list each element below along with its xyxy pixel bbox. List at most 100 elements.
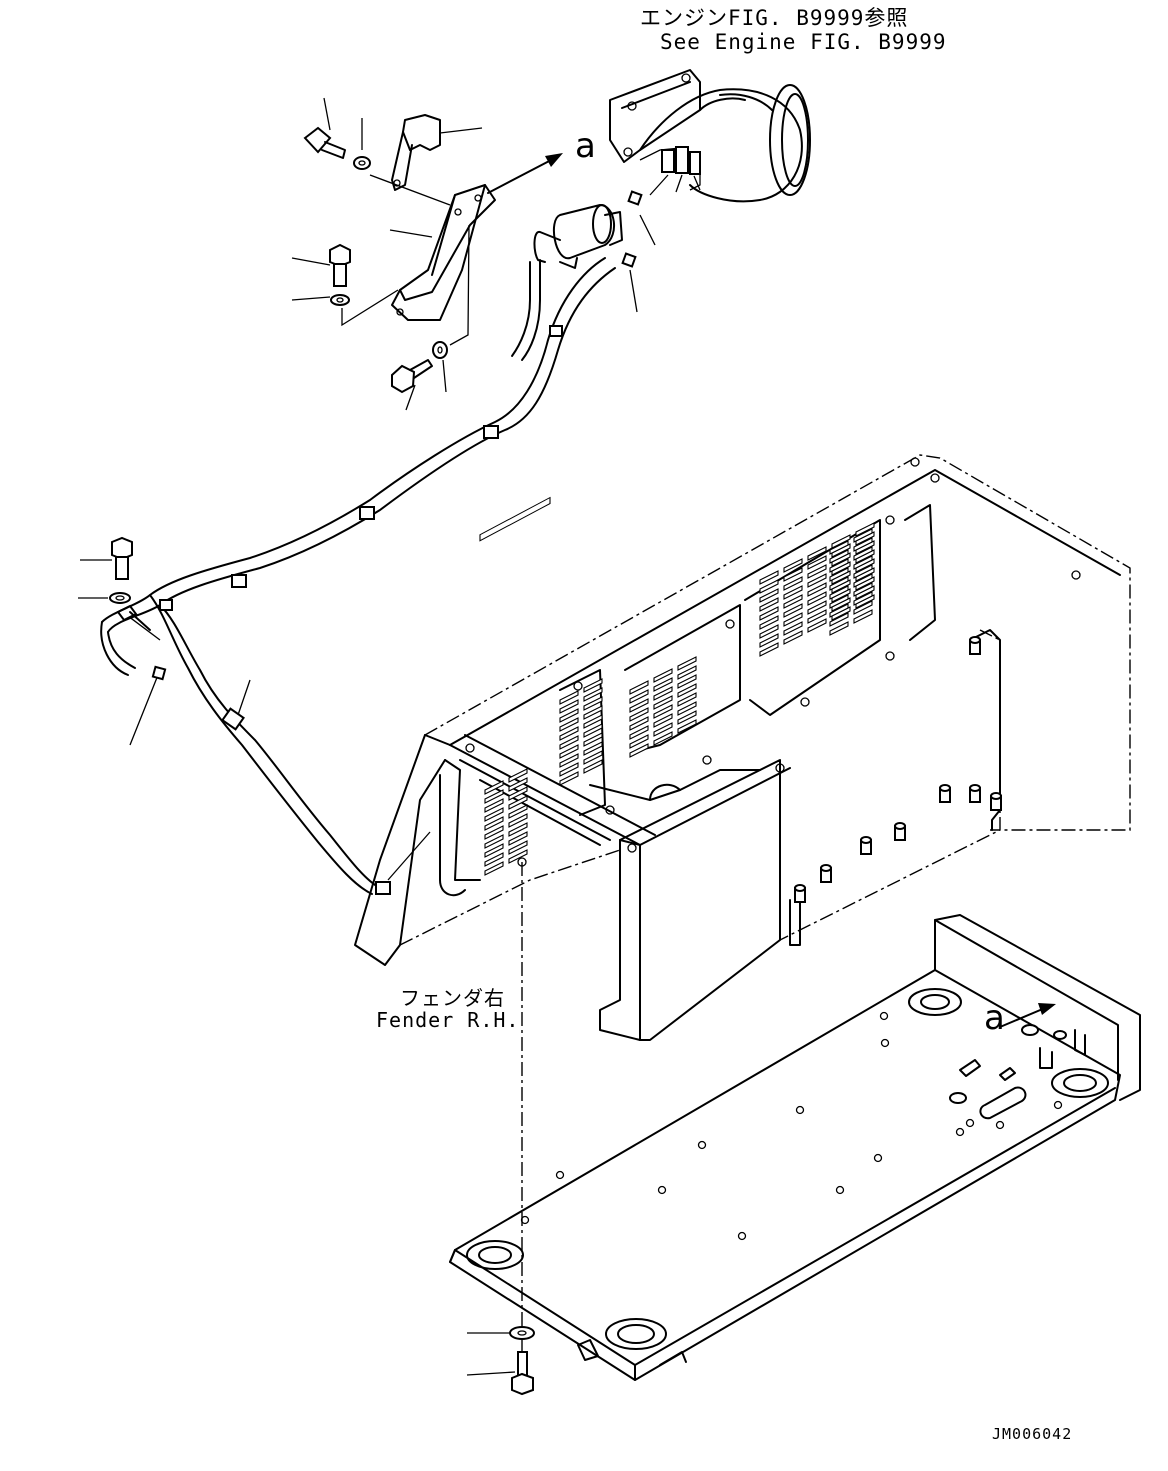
vent-slot [807,600,827,615]
vent-slot [855,522,875,537]
vent-slot [629,725,649,740]
vent-slot [829,603,849,618]
vent-slot [508,840,528,855]
view-arrow-top [487,153,563,194]
vent-slot [853,582,873,597]
vent-slot [829,612,849,627]
vent-slot [853,573,873,588]
vent-slot [807,582,827,597]
washer [109,592,131,604]
vent-slot [829,594,849,609]
plate-hole [835,1185,845,1195]
vent-slot [831,534,851,549]
bolt [511,1351,534,1396]
vent-slot [807,546,827,561]
vent-slot [783,594,803,609]
frame-hole [573,681,583,691]
vent-slot [829,567,849,582]
engine-reference-en: See Engine FIG. B9999 [660,30,947,54]
vent-slot [759,579,779,594]
vent-slot [583,723,603,738]
bolt [329,243,351,287]
washer [330,294,350,306]
vent-slot [853,600,873,615]
vent-slot [759,606,779,621]
vent-slot [484,816,504,831]
fender-label-en: Fender R.H. [376,1008,520,1032]
frame-pin-top [969,784,981,792]
clip [151,665,167,681]
frame-hole [1071,570,1081,580]
frame-pin-top [820,864,832,872]
vent-slot [783,558,803,573]
vent-slot [559,708,579,723]
vent-slot [829,558,849,573]
vent-slot [583,750,603,765]
vent-slot [783,621,803,636]
vent-slot [508,849,528,864]
vent-slot [677,683,697,698]
vent-slot [559,726,579,741]
vent-slot [653,668,673,683]
vent-slot [508,768,528,783]
vent-slot [583,696,603,711]
harness-hose [100,257,616,895]
vent-slot [559,735,579,750]
vent-slot [653,713,673,728]
plate-hole [697,1140,707,1150]
vent-slot [508,831,528,846]
vent-slot [653,686,673,701]
plate-hole [1053,1100,1063,1110]
vent-slot [484,852,504,867]
vent-slot [559,699,579,714]
vent-slot [853,546,873,561]
view-arrow-bottom [999,1003,1056,1028]
vent-slot [783,630,803,645]
engine-reference-jp: エンジンFIG. B9999参照 [640,6,909,30]
vent-slot [629,698,649,713]
frame-hole [885,651,895,661]
frame-hole [910,457,920,467]
bolt [303,126,346,159]
view-mark-top: a [575,126,596,166]
vent-slot [677,701,697,716]
vent-slot [829,585,849,600]
vent-slot [783,585,803,600]
plate-hole [879,1011,889,1021]
vent-slot [583,732,603,747]
plate-hole [995,1120,1005,1130]
frame-pin-top [794,884,806,892]
fender-label-jp: フェンダ右 [400,986,505,1010]
vent-grille [479,496,551,542]
frame-hole [725,619,735,629]
vent-slot [853,564,873,579]
vent-slot [484,843,504,858]
vent-slot [583,687,603,702]
vent-slot [653,704,673,719]
vent-slot [853,591,873,606]
vent-slot [829,576,849,591]
vent-slot [759,570,779,585]
plate-hole [737,1231,747,1241]
vent-slot [559,771,579,786]
vent-slot [629,707,649,722]
vent-slot [629,680,649,695]
vent-slot [853,555,873,570]
vent-slot [559,753,579,768]
vent-slot [484,861,504,876]
vent-slot [559,744,579,759]
floor-plate-holes [520,1011,1063,1241]
vent-slot [807,555,827,570]
plate-hole [795,1105,805,1115]
vent-slot [759,588,779,603]
plate-hole [955,1127,965,1137]
vent-slot [783,567,803,582]
vent-slot [759,615,779,630]
vent-slot [677,674,697,689]
vent-slot [807,609,827,624]
vent-slot [783,603,803,618]
frame-pin-top [939,784,951,792]
vent-slot [559,690,579,705]
frame-pin-top [894,822,906,830]
